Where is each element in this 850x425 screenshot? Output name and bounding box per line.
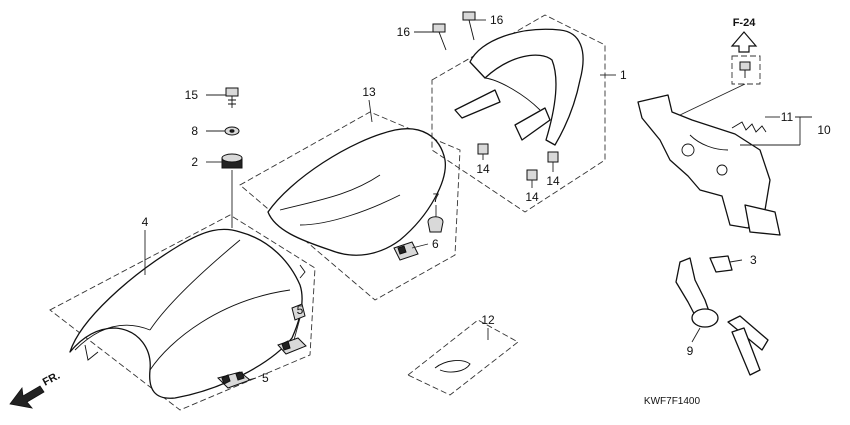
ignition-key [727,315,769,376]
callout-11: 11 [781,110,794,124]
rail-bolts-16 [432,11,476,51]
grommet-2 [221,153,243,169]
callout-8: 8 [191,124,198,138]
leader-3 [729,259,743,263]
seat-lock [675,257,719,328]
callout-14-right: 14 [546,174,560,188]
front-label: FR. [41,370,62,389]
callout-9: 9 [687,344,694,358]
seat-bumper [427,216,444,233]
callout-2: 2 [191,155,198,169]
rail-nuts [477,143,559,181]
callout-16-right: 16 [490,13,504,27]
lock-clip-3 [709,255,733,273]
leader-9 [691,327,701,343]
callout-4: 4 [142,215,149,229]
leader-5a [293,317,301,341]
front-seat [69,228,306,399]
callout-13: 13 [362,85,376,99]
callout-12: 12 [481,313,495,327]
callout-10: 10 [817,123,831,137]
callout-14-middle: 14 [525,190,539,204]
grab-rail [454,28,584,146]
front-direction-arrow: FR. [9,370,62,409]
callout-5-lower: 5 [262,371,269,385]
seat-catch [637,94,781,236]
reference-leader [679,83,746,116]
front-seat-cushion-rubber-bottom [217,371,252,389]
leader-6 [411,243,429,249]
bolt-15 [225,87,239,108]
rear-seat-rubber [393,241,419,261]
grab-rail-group-outline [431,14,606,213]
front-arrow-icon [9,385,45,409]
callout-6: 6 [432,237,439,251]
callout-5-upper: 5 [297,303,304,317]
diagram-code: KWF7F1400 [644,396,701,407]
rear-seat [267,128,446,256]
front-seat-cushion-rubber-upper [291,303,306,321]
callout-14-left: 14 [476,162,490,176]
leader-13 [368,99,373,123]
catch-spring-11 [731,121,767,133]
callout-3: 3 [750,253,757,267]
callout-15: 15 [185,88,199,102]
callout-16-left: 16 [397,25,411,39]
up-arrow-icon [730,31,758,53]
catch-bolt [739,61,751,78]
callout-7: 7 [433,191,440,205]
callout-1: 1 [620,68,627,82]
rear-seat-group-outline [239,111,461,301]
tool-bag-outline [407,319,519,396]
leader-5b [247,377,257,381]
reference-label: F-24 [733,17,757,29]
reference-box [731,55,761,85]
collar-8 [224,126,240,136]
owners-manual [434,360,471,373]
front-seat-cushion-rubber-top [277,337,307,355]
